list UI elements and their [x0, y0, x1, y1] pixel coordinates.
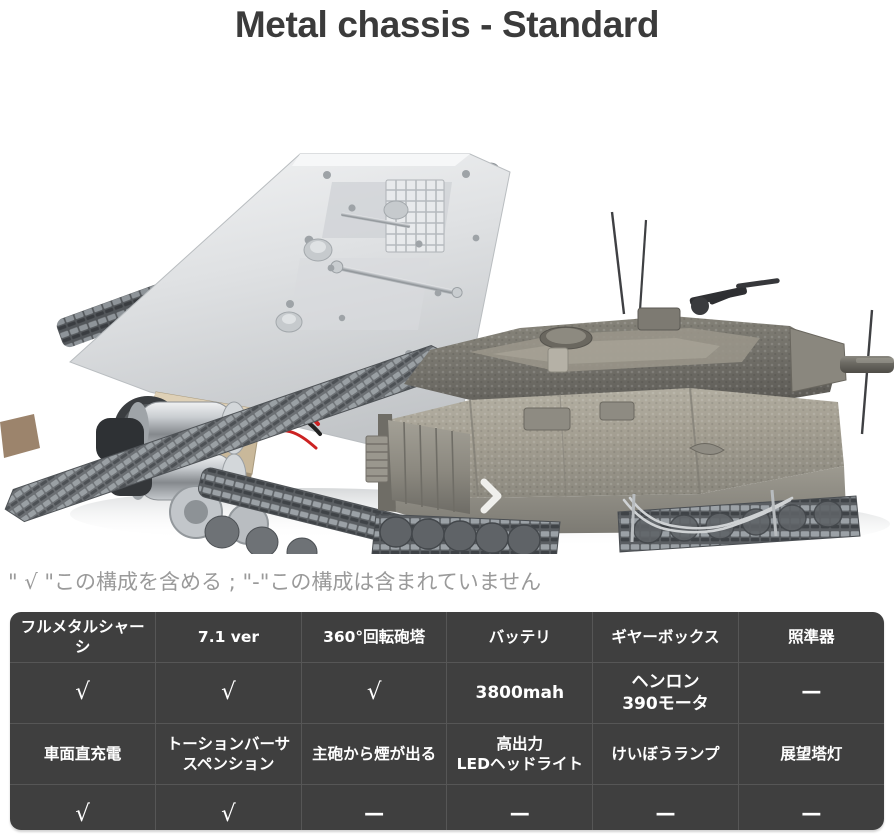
value-cell: ヘンロン 390モータ [592, 662, 739, 724]
feature-line: けいぼうランプ [611, 744, 720, 763]
header-cell: 照準器 [738, 612, 884, 663]
spec-table: フルメタルシャーシ 7.1 ver 360°回転砲塔 バッテリ ギヤーボックス … [10, 612, 884, 830]
value-cell: 3800mah [446, 662, 594, 724]
feature-cell: けいぼうランプ [592, 723, 739, 785]
mark-cell: — [301, 784, 448, 830]
mark-cell: — [446, 784, 594, 830]
header-cell: フルメタルシャーシ [10, 612, 157, 663]
check-icon: √ [75, 800, 90, 827]
mark-cell: √ [301, 662, 448, 724]
header-cell: バッテリ [446, 612, 594, 663]
mark-cell: — [592, 784, 739, 830]
product-photo [0, 62, 894, 554]
check-icon: √ [366, 678, 382, 705]
table-row-marks-2: √ √ — — — — [10, 784, 884, 831]
feature-line: LEDヘッドライト [456, 755, 583, 773]
feature-cell: 主砲から煙が出る [301, 723, 448, 785]
dash-icon: — [509, 801, 530, 826]
header-cell: ギヤーボックス [592, 612, 739, 663]
side-skirt-panels [388, 420, 470, 514]
dash-icon: — [801, 801, 822, 826]
assembled-tank [365, 211, 894, 554]
table-row-marks-1: √ √ √ 3800mah ヘンロン 390モータ [10, 662, 884, 724]
value-line: 390モータ [622, 694, 709, 714]
dash-icon: — [655, 801, 676, 826]
page-title: Metal chassis - Standard [234, 4, 660, 45]
check-icon: √ [75, 678, 90, 705]
feature-line: 主砲から煙が出る [312, 744, 437, 763]
feature-cell: 高出力 LEDヘッドライト [446, 723, 594, 785]
dash-icon: — [801, 679, 822, 704]
feature-line: トーションバーサ [166, 734, 291, 753]
feature-line: スペンション [182, 755, 275, 773]
table-row-features: 車面直充電 トーションバーサ スペンション 主砲から煙が出る 高 [10, 723, 884, 785]
mark-cell: √ [10, 662, 157, 724]
feature-line: 高出力 [496, 734, 544, 753]
legend-caption: " √ "この構成を含める ; "-"この構成は含まれていません [8, 570, 542, 594]
mark-cell: √ [10, 784, 157, 830]
check-icon: √ [221, 800, 236, 827]
table-row-headers: フルメタルシャーシ 7.1 ver 360°回転砲塔 バッテリ ギヤーボックス … [10, 612, 884, 663]
metal-chassis-assembly [0, 153, 511, 554]
check-icon: √ [221, 678, 236, 705]
chain-hangers [630, 489, 778, 543]
feature-line: 車面直充電 [43, 744, 122, 763]
mark-cell: — [738, 662, 884, 724]
chain-skirt [622, 496, 794, 534]
feature-cell: 展望塔灯 [738, 723, 884, 785]
header-cell: 7.1 ver [155, 612, 302, 663]
value-line: 3800mah [475, 682, 565, 703]
mark-cell: √ [155, 784, 302, 830]
header-cell: 360°回転砲塔 [301, 612, 448, 663]
feature-line: 展望塔灯 [780, 744, 843, 763]
feature-cell: トーションバーサ スペンション [155, 723, 302, 785]
mark-cell: √ [155, 662, 302, 724]
tank-photo-illustration [0, 62, 894, 554]
value-line: ヘンロン [631, 671, 700, 692]
dash-icon: — [364, 801, 385, 826]
feature-cell: 車面直充電 [10, 723, 157, 785]
mark-cell: — [738, 785, 884, 831]
